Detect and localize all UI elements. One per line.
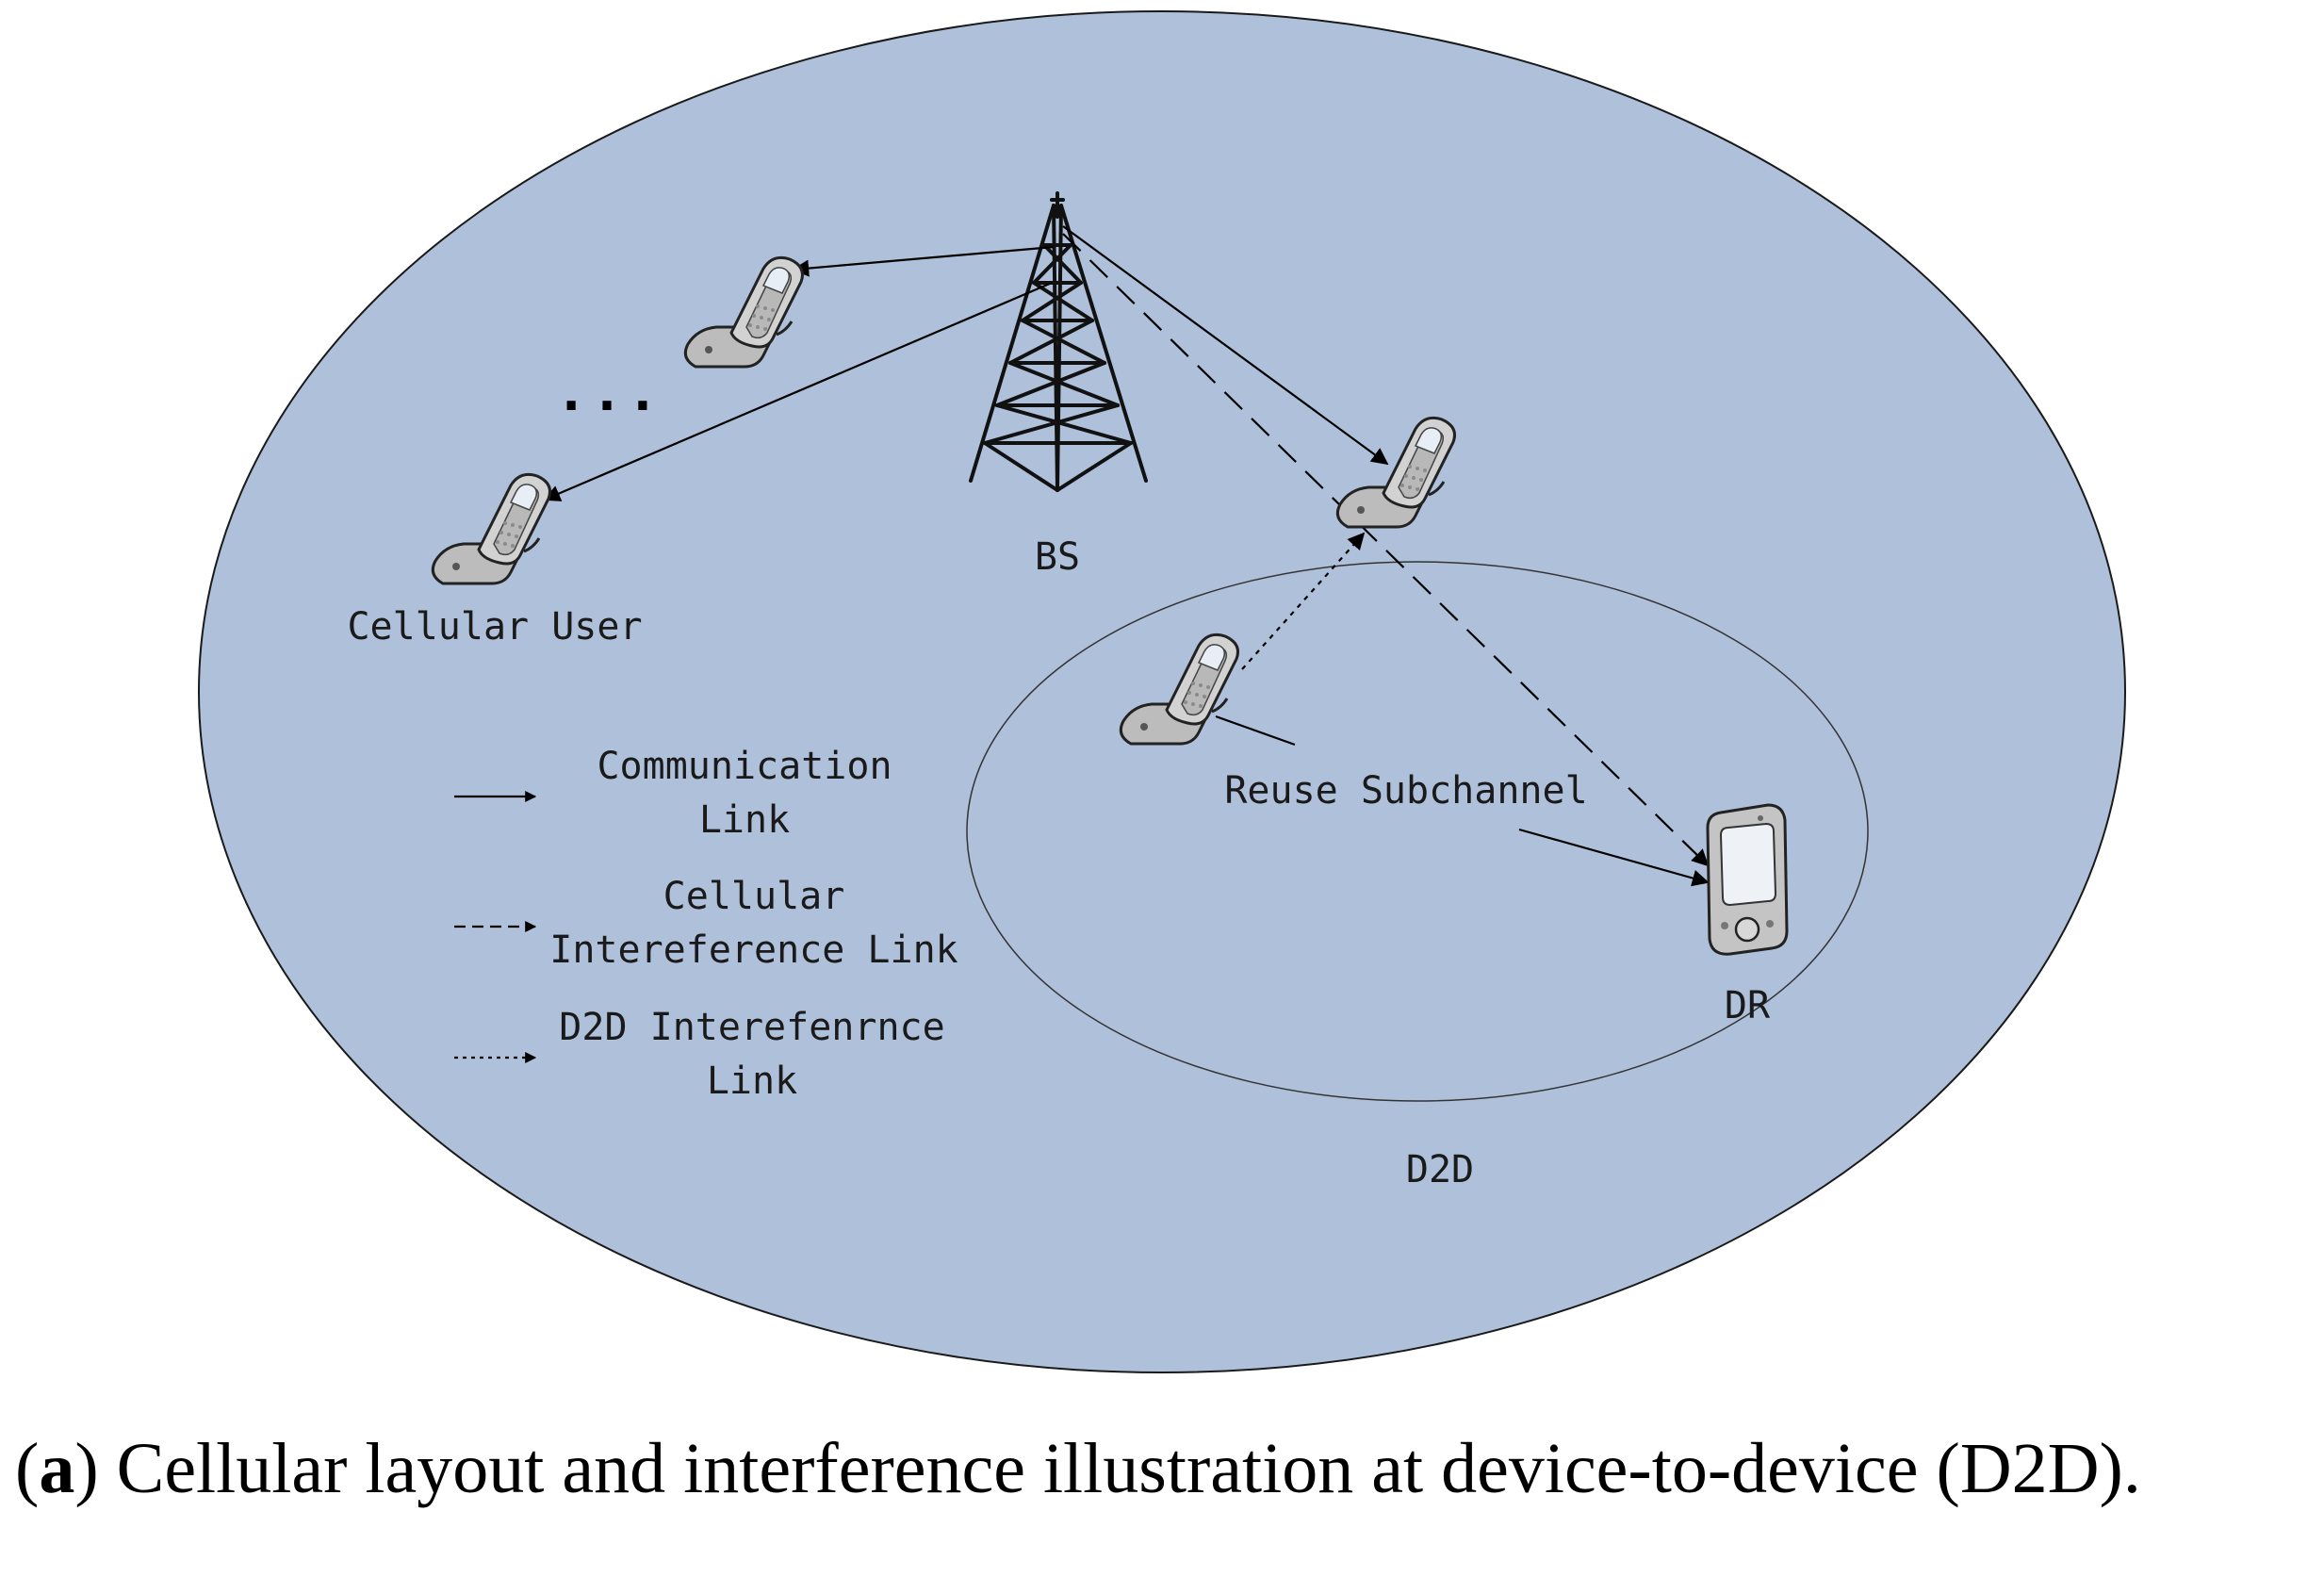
d2d-region-label: D2D	[1406, 1148, 1474, 1191]
cell-coverage-ellipse	[198, 10, 2126, 1373]
caption-text: ) Cellular layout and interference illus…	[74, 1429, 2141, 1508]
figure-caption: (a) Cellular layout and interference ill…	[0, 1428, 2324, 1510]
bs-label: BS	[1035, 535, 1080, 579]
tower-icon	[969, 191, 1148, 492]
legend-d2d-line2: Link	[707, 1060, 797, 1103]
communication-link-user2	[543, 281, 1053, 501]
d2d-region-ellipse	[966, 561, 1869, 1102]
legend-communication-line1: Communication	[597, 745, 892, 788]
reuse-subchannel-label: Reuse Subchannel	[1224, 769, 1587, 813]
communication-link-user1	[792, 245, 1055, 277]
legend-cellular-line1: Cellular	[663, 875, 845, 918]
communication-link-user3	[1062, 225, 1389, 466]
more-users-ellipsis: · · ·	[562, 378, 651, 435]
legend-cellular-line2: Intereference Link	[549, 928, 957, 972]
legend: Communication Link Cellular Intereferenc…	[454, 745, 958, 1103]
d2d-diagram: BS Cellular User · · · Reuse Subchannel …	[198, 10, 2126, 1373]
caption-prefix: (	[15, 1429, 40, 1508]
pda-icon	[1706, 803, 1789, 956]
d2d-communication-link	[1518, 828, 1710, 887]
legend-d2d-line1: D2D Interefenrnce	[559, 1006, 944, 1049]
dr-label: DR	[1725, 984, 1771, 1027]
cellular-user-label: Cellular User	[347, 605, 642, 649]
caption-letter: a	[39, 1429, 75, 1508]
legend-communication-line2: Link	[699, 798, 790, 842]
d2d-link-segment	[1215, 715, 1296, 747]
